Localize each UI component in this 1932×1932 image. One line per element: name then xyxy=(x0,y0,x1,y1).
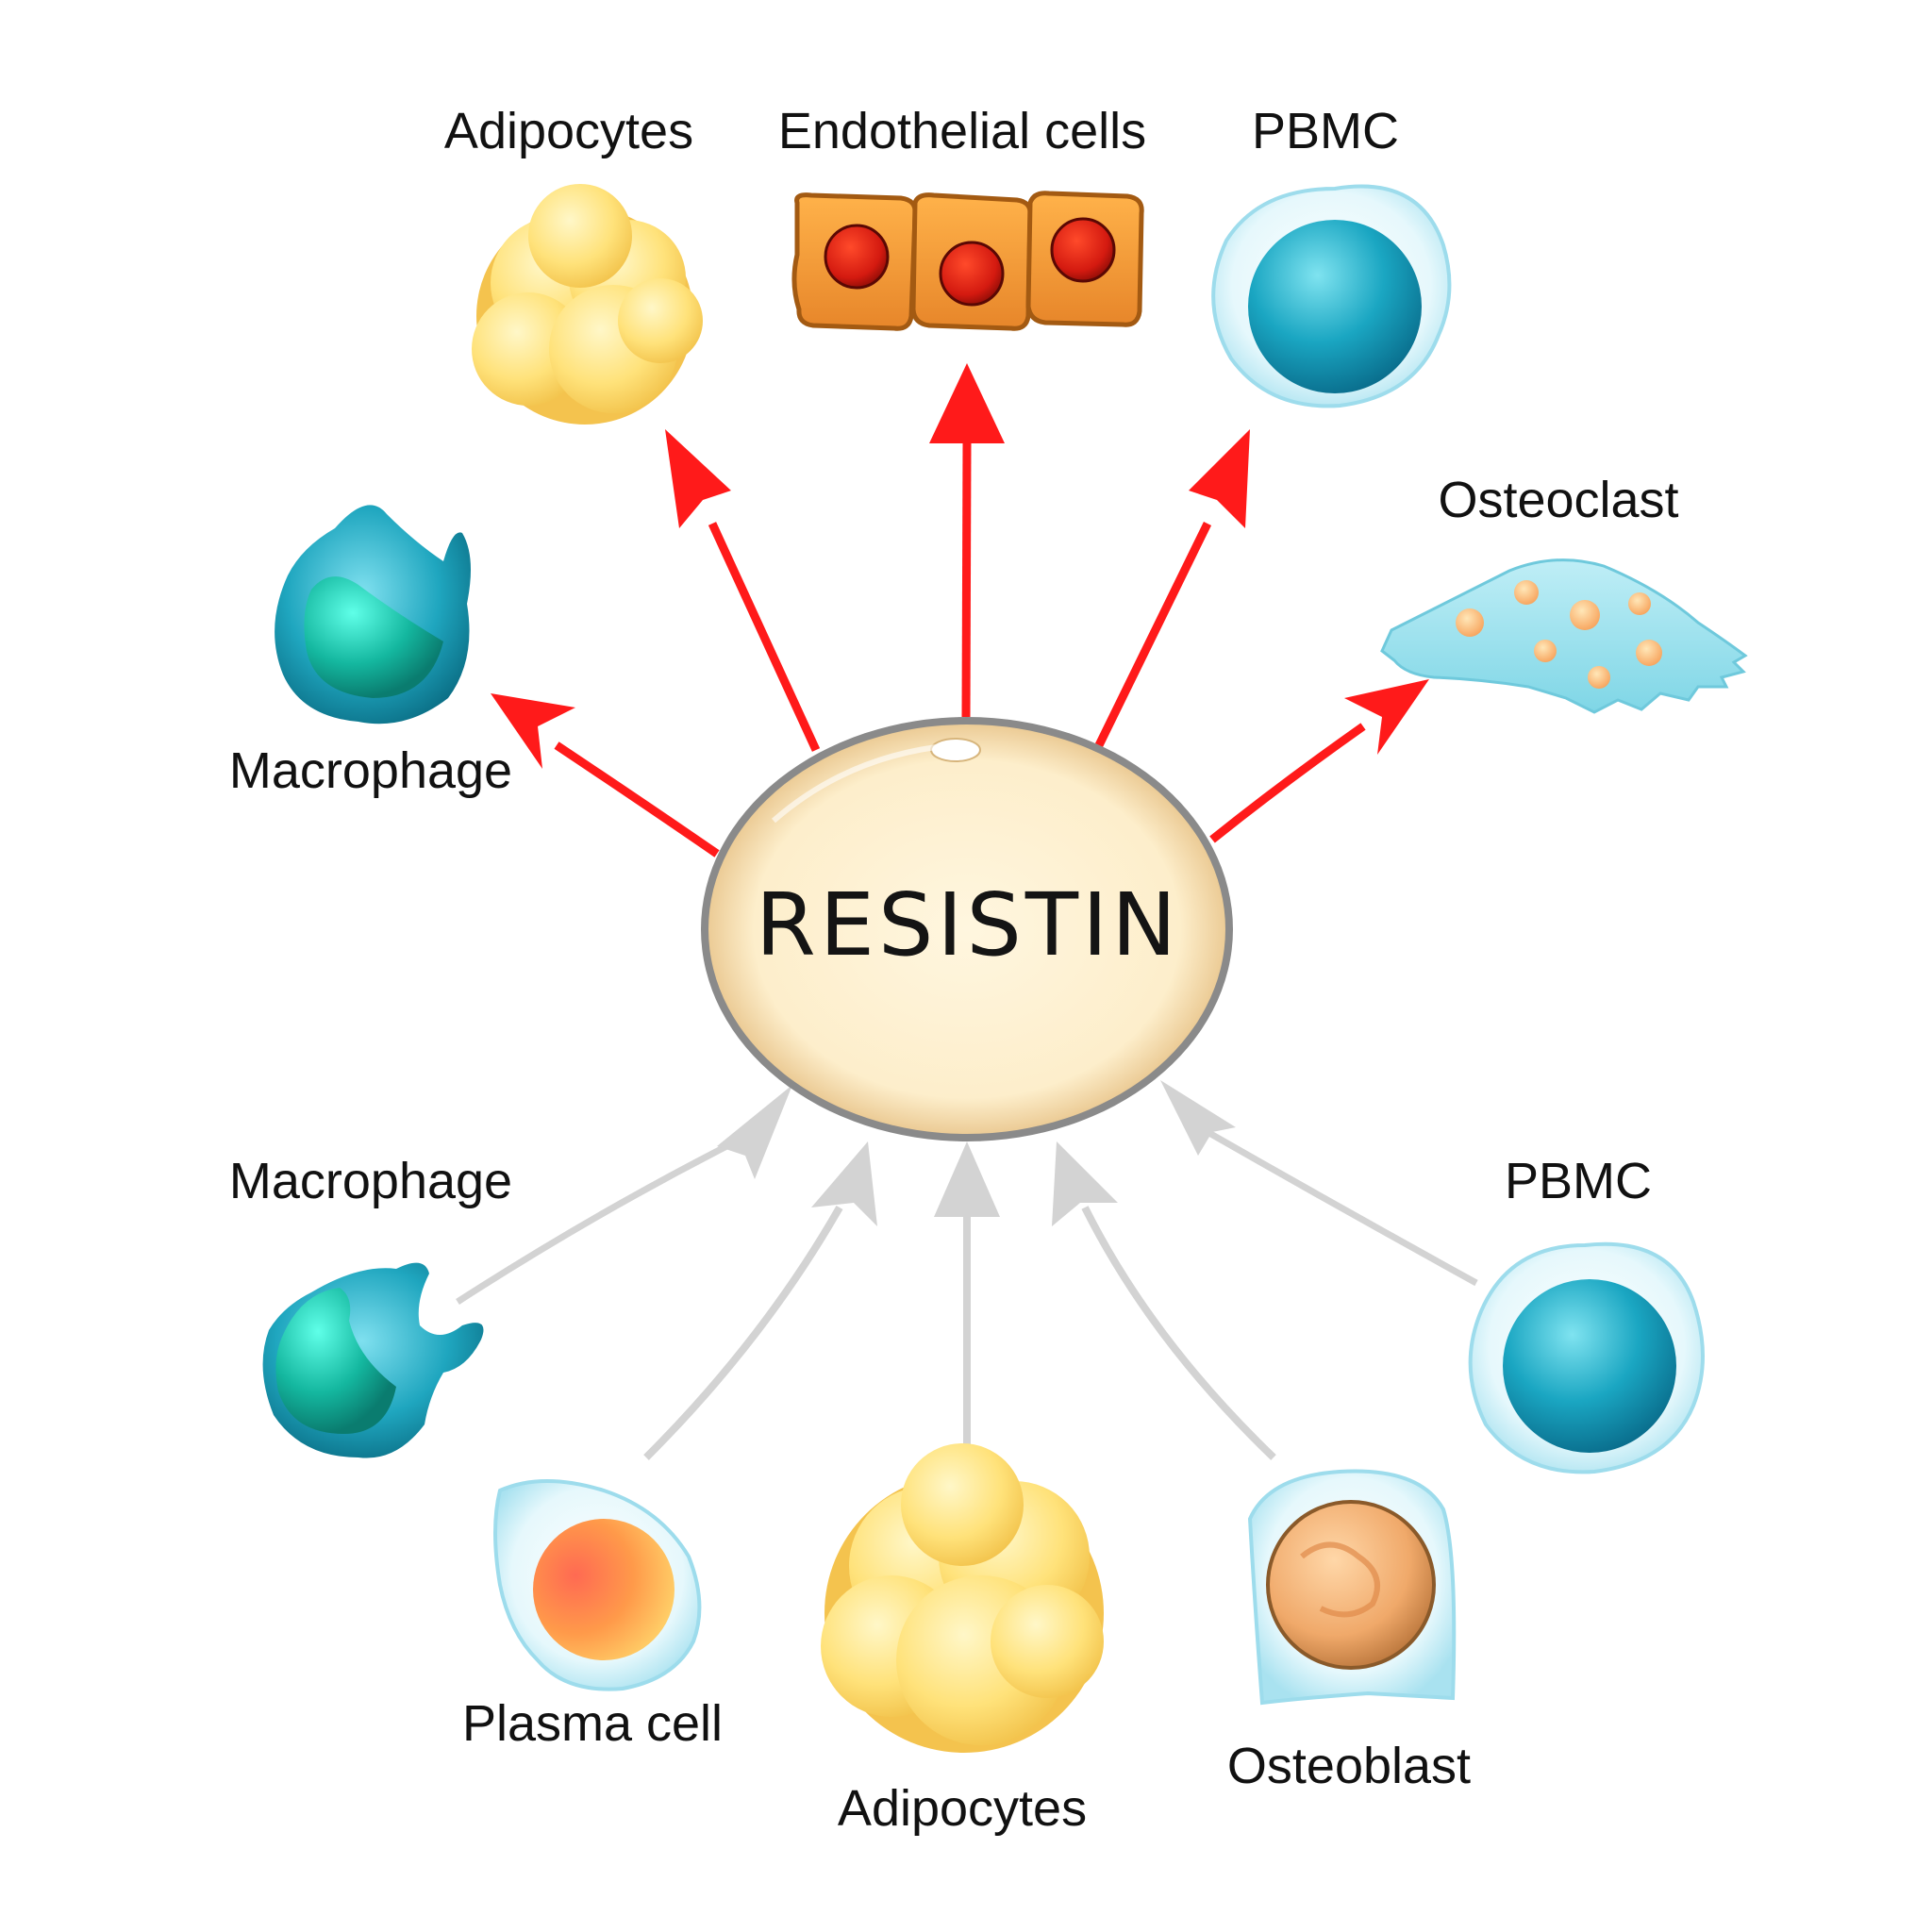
target-arrow-adipocytes xyxy=(665,429,821,752)
source-label-pbmc: PBMC xyxy=(1504,1153,1653,1209)
target-arrow-macrophage xyxy=(491,693,720,858)
target-label-endothelial-cells: Endothelial cells xyxy=(777,103,1147,159)
source-arrow-pbmc xyxy=(1160,1080,1478,1287)
target-arrow-endothelial xyxy=(929,363,1005,718)
resistin-label: RESISTIN xyxy=(755,874,1181,975)
source-arrow-osteoblast xyxy=(1052,1141,1276,1460)
macrophage-bottom-icon xyxy=(262,1262,484,1458)
target-label-macrophage: Macrophage xyxy=(228,742,513,799)
target-label-osteoclast: Osteoclast xyxy=(1438,472,1679,528)
plasma-cell-icon xyxy=(493,1479,702,1691)
pbmc-bottom-icon xyxy=(1468,1241,1705,1474)
osteoblast-icon xyxy=(1247,1469,1457,1706)
osteoclast-icon xyxy=(1380,558,1748,714)
endothelial-cells-icon xyxy=(791,191,1144,331)
source-label-plasma-cell: Plasma cell xyxy=(461,1695,724,1752)
source-arrow-adipocytes xyxy=(934,1141,1000,1472)
adipocyte-top-icon xyxy=(472,184,703,425)
adipocyte-bottom-icon xyxy=(821,1443,1104,1753)
source-label-adipocytes: Adipocytes xyxy=(837,1780,1088,1837)
pbmc-top-icon xyxy=(1211,184,1452,408)
target-label-pbmc: PBMC xyxy=(1251,103,1400,159)
macrophage-top-icon xyxy=(275,505,471,724)
source-arrow-plasma-cell xyxy=(643,1141,877,1460)
source-arrow-macrophage xyxy=(456,1085,792,1305)
target-label-adipocytes: Adipocytes xyxy=(443,103,694,159)
target-arrow-pbmc xyxy=(1094,429,1250,747)
resistin-node xyxy=(701,717,1233,1141)
target-arrow-osteoclast xyxy=(1209,679,1429,843)
source-label-osteoblast: Osteoblast xyxy=(1226,1738,1472,1794)
source-label-macrophage: Macrophage xyxy=(228,1153,513,1209)
